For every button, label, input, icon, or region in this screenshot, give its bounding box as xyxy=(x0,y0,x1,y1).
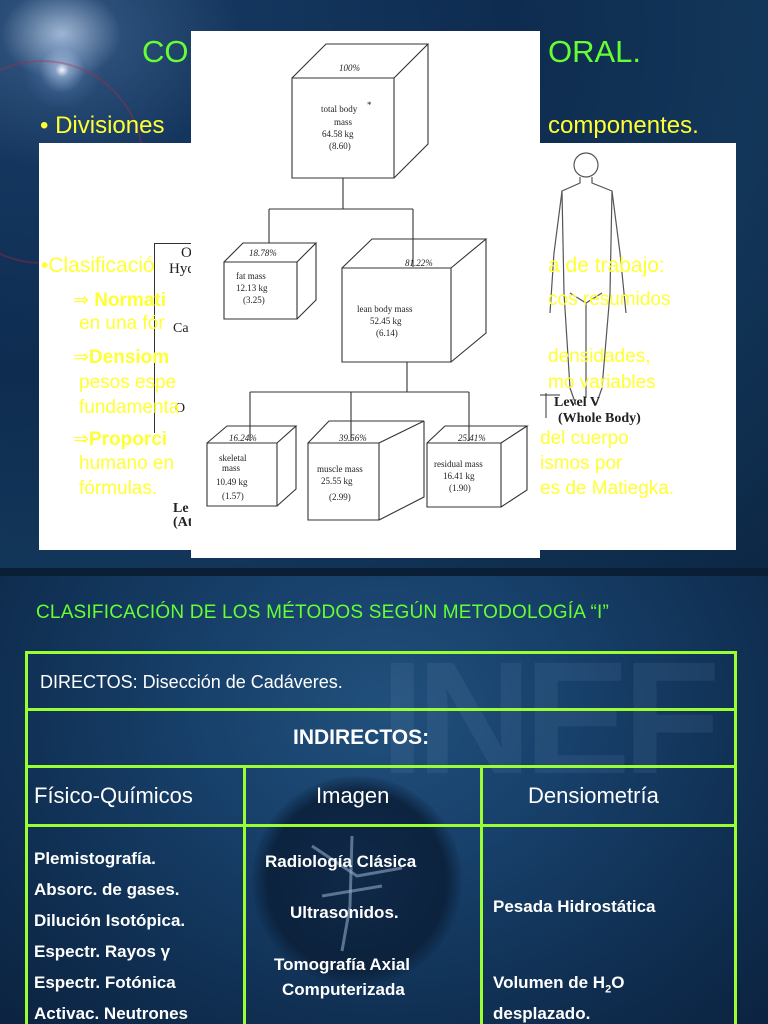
list-item: Plemistografía. xyxy=(34,849,156,868)
methods-table: DIRECTOS: Disección de Cadáveres. INDIRE… xyxy=(25,651,737,1024)
muscle-percent: 39.56% xyxy=(339,433,367,443)
list-item: Activac. Neutrones xyxy=(34,1004,188,1023)
header-imagen: Imagen xyxy=(243,765,483,827)
bullet-clasificacion-right: a de trabajo: xyxy=(548,254,665,277)
slide-title-left: CO xyxy=(142,34,189,69)
whole-body-figure-icon xyxy=(540,152,627,418)
header-densiometria-label: Densiometría xyxy=(528,783,659,808)
lean-percent: 81.22% xyxy=(405,258,433,268)
item-normativo: ⇒ Normati xyxy=(73,290,166,311)
item-proporcional-right: del cuerpo xyxy=(540,428,629,449)
skeletal-value: 10.49 kg xyxy=(216,477,248,487)
item-proporcional-line2-right: ismos por xyxy=(540,453,623,474)
inef-watermark: INEF xyxy=(380,628,720,807)
scan-text: O xyxy=(175,401,186,416)
skeletal-label2: mass xyxy=(222,463,240,473)
col-fisico-quimicos: Plemistografía. Absorc. de gases. Diluci… xyxy=(25,824,246,1024)
fat-label: fat mass xyxy=(236,271,266,281)
list-item: Computerizada xyxy=(282,980,405,999)
item-proporcional-line3: fórmulas. xyxy=(79,478,158,499)
bullet-divisiones: • Divisiones xyxy=(40,112,165,139)
root-sd: (8.60) xyxy=(329,141,351,151)
lean-value: 52.45 kg xyxy=(370,316,402,326)
header-fisico-quimicos-label: Físico-Químicos xyxy=(34,783,193,808)
list-item: Espectr. Fotónica xyxy=(34,973,176,992)
list-item: desplazado. xyxy=(493,1004,591,1023)
lean-sd: (6.14) xyxy=(376,328,398,338)
muscle-label: muscle mass xyxy=(317,464,363,474)
item-densiometrico-right: densidades, xyxy=(548,346,651,367)
level-v-label: Level V xyxy=(554,395,601,410)
slide2-title: CLASIFICACIÓN DE LOS MÉTODOS SEGÚN METOD… xyxy=(36,602,610,623)
indirectos-text: INDIRECTOS: xyxy=(293,726,430,749)
left-scan-panel: O Hyd Ca O Le (At xyxy=(39,143,199,550)
list-item: Absorc. de gases. xyxy=(34,880,180,899)
slide-clasificacion-metodos: INEF CLASIFICACIÓN DE LOS MÉTODOS SEGÚN … xyxy=(0,576,768,1024)
list-item: Pesada Hidrostática xyxy=(493,897,656,916)
item-proporcional-line3-right: es de Matiegka. xyxy=(540,478,675,499)
muscle-value: 25.55 kg xyxy=(321,476,353,486)
list-item: Dilución Isotópica. xyxy=(34,911,186,930)
item-normativo-line2: en una fór xyxy=(79,313,165,334)
col-imagen: Radiología Clásica Ultrasonidos. Tomogra… xyxy=(243,824,483,1024)
item-normativo-right: cos resumidos xyxy=(548,289,671,310)
right-scan-panel: Level V (Whole Body) xyxy=(540,143,736,550)
root-label: total body xyxy=(321,104,358,114)
muscle-sd: (2.99) xyxy=(329,492,351,502)
fat-value: 12.13 kg xyxy=(236,283,268,293)
fat-percent: 18.78% xyxy=(249,248,277,258)
slide-gap xyxy=(0,568,768,576)
scan-text: Le xyxy=(173,501,189,516)
item-densiometrico-line2: pesos espe xyxy=(79,372,177,393)
item-proporcional-line2: humano en xyxy=(79,453,175,474)
list-item: Radiología Clásica xyxy=(265,852,417,871)
root-value: 64.58 kg xyxy=(322,129,354,139)
root-label2: mass xyxy=(334,117,352,127)
bullet-clasificacion: •Clasificació xyxy=(41,254,155,277)
indirectos-cell: INDIRECTOS: xyxy=(25,708,737,768)
logo-disc-decoration xyxy=(252,776,462,986)
directos-cell: DIRECTOS: Disección de Cadáveres. xyxy=(25,651,737,711)
scan-text: Ca xyxy=(173,321,189,336)
skeletal-label: skeletal xyxy=(219,453,247,463)
slide-composicion-corporal: CO ORAL. • Divisiones componentes. O Hyd… xyxy=(0,0,768,568)
residual-sd: (1.90) xyxy=(449,483,471,493)
item-densiometrico-line2-right: mo variables xyxy=(548,372,656,393)
residual-value: 16.41 kg xyxy=(443,471,475,481)
list-item: Ultrasonidos. xyxy=(290,903,399,922)
fat-sd: (3.25) xyxy=(243,295,265,305)
skeletal-sd: (1.57) xyxy=(222,491,244,501)
whole-body-label: (Whole Body) xyxy=(558,411,641,426)
root-mark: * xyxy=(367,100,372,110)
skeletal-percent: 16.24% xyxy=(229,433,257,443)
scan-text: (At xyxy=(173,515,193,530)
bullet-componentes: componentes. xyxy=(548,112,699,139)
item-densiometrico: ⇒Densiom xyxy=(73,347,170,368)
col-densiometria: Pesada Hidrostática Volumen de H2O despl… xyxy=(480,824,737,1024)
root-percent: 100% xyxy=(339,63,360,73)
scan-text: Hyd xyxy=(169,261,195,277)
body-mass-fractionation-diagram: 100% total body * mass 64.58 kg (8.60) 1… xyxy=(191,31,540,558)
athlete-logo-icon xyxy=(311,835,403,952)
list-item: Espectr. Rayos γ xyxy=(34,942,171,961)
slide-title-right: ORAL. xyxy=(548,34,642,69)
header-densiometria: Densiometría xyxy=(480,765,737,827)
diagram-lines xyxy=(206,43,529,521)
residual-label: residual mass xyxy=(434,459,483,469)
directos-text: DIRECTOS: Disección de Cadáveres. xyxy=(40,672,343,692)
header-fisico-quimicos: Físico-Químicos xyxy=(25,765,246,827)
item-proporcional: ⇒Proporci xyxy=(73,429,168,450)
list-item: Tomografía Axial xyxy=(274,955,411,974)
lean-label: lean body mass xyxy=(357,304,413,314)
scan-text: O xyxy=(181,245,192,261)
header-imagen-label: Imagen xyxy=(316,783,390,808)
residual-percent: 25.41% xyxy=(458,433,486,443)
item-densiometrico-line3: fundamenta xyxy=(79,397,180,418)
list-item: Volumen de H2O xyxy=(493,973,625,996)
